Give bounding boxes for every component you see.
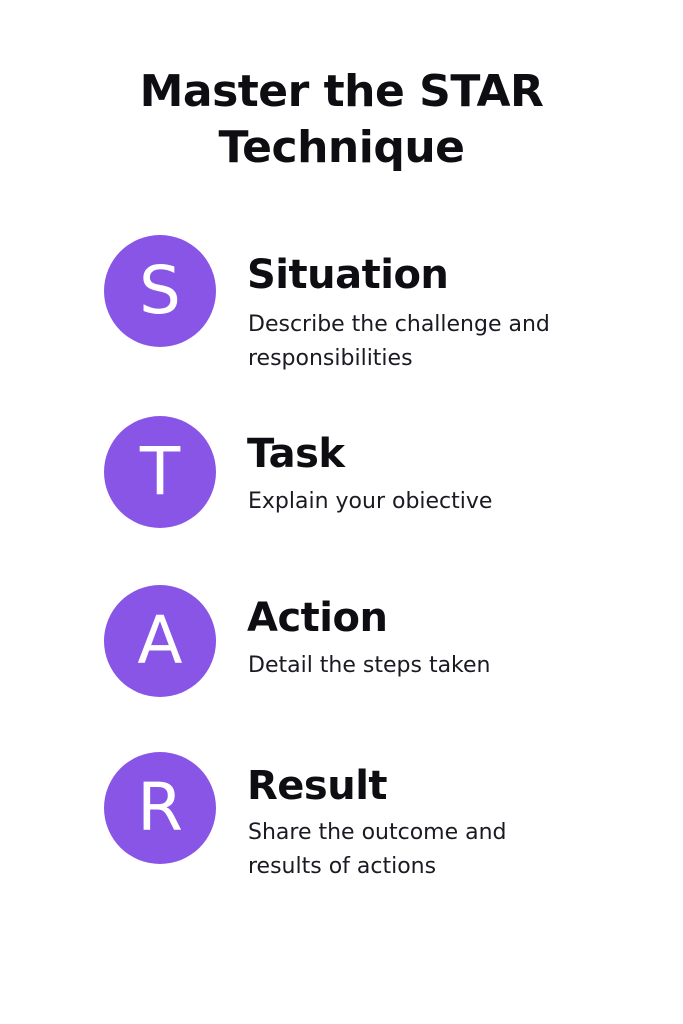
step-description: Explain your obiective bbox=[248, 489, 493, 514]
badge-r: R bbox=[104, 752, 216, 864]
badge-t: T bbox=[104, 416, 216, 528]
step-description: Detail the steps taken bbox=[248, 653, 491, 678]
title-line-1: Master the STAR bbox=[139, 66, 544, 117]
badge-letter: R bbox=[137, 769, 183, 846]
page-title: Master the STAR Technique bbox=[0, 64, 683, 176]
step-heading: Result bbox=[247, 763, 388, 809]
step-heading: Situation bbox=[247, 252, 449, 298]
badge-letter: S bbox=[139, 252, 181, 329]
badge-s: S bbox=[104, 235, 216, 347]
badge-letter: A bbox=[137, 602, 183, 679]
badge-a: A bbox=[104, 585, 216, 697]
step-heading: Task bbox=[247, 431, 345, 477]
step-heading: Action bbox=[247, 595, 388, 641]
step-description: Share the outcome and results of actions bbox=[248, 820, 507, 879]
title-line-2: Technique bbox=[218, 122, 466, 173]
badge-letter: T bbox=[139, 433, 181, 510]
step-description: Describe the challenge and responsibilit… bbox=[248, 312, 550, 371]
